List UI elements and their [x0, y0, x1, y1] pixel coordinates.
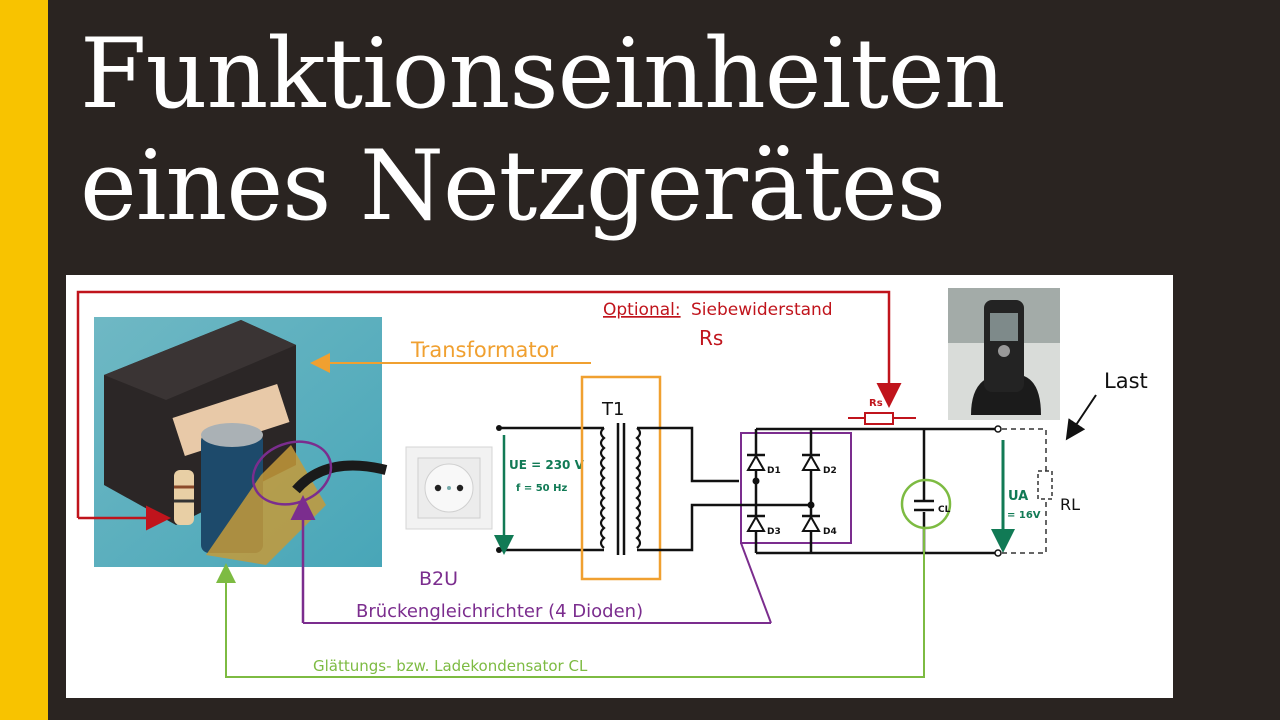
capacitor-long-label: Glättungs- bzw. Ladekondensator CL [313, 657, 588, 675]
transformer-callout: Transformator [310, 338, 591, 373]
title-line-1: Funktionseinheiten [80, 18, 1006, 130]
wall-socket-photo [405, 446, 493, 530]
input-voltage: UE = 230 V [509, 458, 585, 472]
transformer-id: T1 [601, 399, 624, 420]
rectifier-callout: B2U Brückengleichrichter (4 Dioden) [290, 495, 772, 624]
transformer-label: Transformator [410, 338, 558, 362]
diode-d1-label: D1 [767, 466, 781, 476]
output-voltage-symbol: UA [1008, 489, 1028, 504]
input-frequency: f = 50 Hz [516, 483, 567, 494]
optional-text: Siebewiderstand [691, 300, 833, 320]
capacitor-cl: CL [900, 429, 952, 553]
cordless-phone-photo [948, 288, 1060, 420]
output-section: UA = 16V RL Last [991, 369, 1148, 557]
diode-d2-label: D2 [823, 466, 837, 476]
load-label: Last [1104, 369, 1148, 393]
rectifier-long-label: Brückengleichrichter (4 Dioden) [356, 601, 643, 622]
input-section: UE = 230 V f = 50 Hz [494, 425, 604, 555]
rs-label: Rs [869, 398, 883, 409]
cl-label: CL [938, 505, 951, 515]
optional-label: Optional: [603, 300, 681, 320]
bridge-rectifier: D1 D2 D3 D4 [739, 427, 1001, 555]
output-voltage-value: = 16V [1007, 510, 1041, 521]
diagram-panel: Optional: Siebewiderstand Rs Transformat… [66, 275, 1173, 698]
optional-symbol: Rs [699, 326, 723, 350]
power-supply-photo [94, 317, 388, 567]
rl-label: RL [1060, 495, 1080, 514]
title-line-2: eines Netzgerätes [80, 130, 946, 242]
capacitor-callout: Glättungs- bzw. Ladekondensator CL [216, 528, 925, 678]
transformer-t1: T1 [580, 375, 739, 581]
page-title: Funktionseinheiten eines Netzgerätes [80, 18, 1006, 242]
diode-d3-label: D3 [767, 527, 781, 537]
rectifier-short-label: B2U [419, 568, 458, 590]
diode-d4-label: D4 [823, 527, 837, 537]
series-resistor-rs: Rs [848, 398, 916, 425]
accent-bar [0, 0, 48, 720]
optional-rs-callout: Optional: Siebewiderstand Rs [76, 290, 902, 531]
